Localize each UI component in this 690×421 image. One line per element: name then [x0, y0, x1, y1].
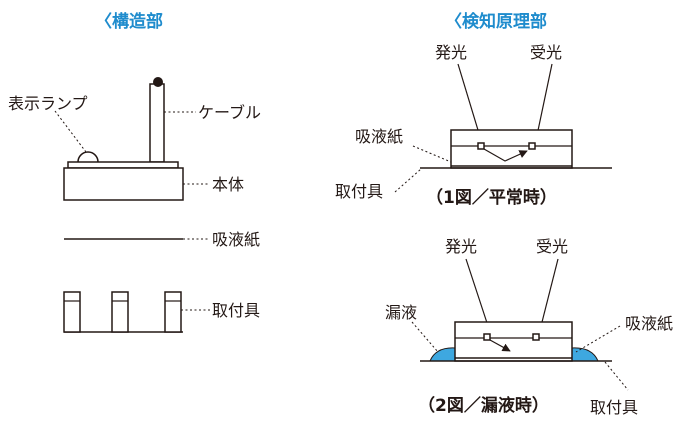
fig2-caption: （2図／漏液時） — [418, 395, 549, 416]
fig1-mount-leader — [394, 168, 422, 193]
fig2-emit-label: 発光 — [445, 237, 477, 256]
fig2-leak-right — [571, 347, 599, 362]
fig1-sensor — [450, 129, 573, 169]
mount-post-2 — [111, 291, 129, 333]
fig2-sensor — [454, 321, 573, 362]
fig1-emitter — [477, 142, 485, 150]
cable-label: ケーブル — [198, 103, 261, 122]
fig2-leak-left — [429, 347, 456, 362]
fig2-receive-label: 受光 — [536, 237, 568, 256]
fig2-mount-leader — [604, 361, 629, 391]
fig2-emit-pointer — [465, 258, 492, 333]
mount-label: 取付具 — [212, 301, 260, 320]
sensor-body — [63, 161, 184, 201]
fig1-emit-label: 発光 — [435, 43, 467, 62]
body-main — [63, 167, 184, 201]
fig1-emit-pointer — [457, 63, 483, 141]
lamp-leader — [54, 110, 87, 153]
fig2-paper-label: 吸液紙 — [625, 314, 673, 333]
cable-shaft — [149, 83, 165, 163]
fig1-caption: （1図／平常時） — [426, 187, 557, 208]
body-top-plate — [67, 161, 179, 169]
principle-heading: 〈検知原理部 — [445, 11, 547, 32]
paper-label: 吸液紙 — [212, 230, 260, 249]
fig1-paper-label: 吸液紙 — [355, 127, 403, 146]
figure-leak: 発光 受光 漏液 吸液紙 取付具 （2図／漏液時） — [385, 237, 673, 417]
fig2-leak-label: 漏液 — [385, 303, 417, 322]
fig2-leak-leader — [411, 321, 439, 353]
mount-post-1 — [63, 291, 81, 333]
cable — [149, 77, 165, 163]
lamp-label: 表示ランプ — [8, 94, 88, 113]
fig2-emitter — [483, 333, 491, 341]
fig1-receive-label: 受光 — [530, 43, 562, 62]
fig1-receiver — [528, 142, 536, 150]
cable-tip — [153, 77, 163, 87]
fig1-mount-label: 取付具 — [335, 182, 383, 201]
fig1-paper-leader — [412, 145, 452, 163]
indicator-lamp — [77, 151, 99, 163]
mount-bracket — [63, 291, 183, 333]
fig1-receive-pointer — [533, 63, 553, 141]
structure-section: 〈構造部 表示ランプ — [8, 11, 261, 333]
fig2-mount-label: 取付具 — [590, 398, 638, 417]
structure-heading: 〈構造部 — [95, 11, 163, 32]
mount-post-3 — [164, 291, 182, 333]
fig2-receive-pointer — [537, 258, 559, 331]
fig1-light-path — [483, 148, 528, 162]
principle-section: 〈検知原理部 発光 受光 吸液紙 取付具 （1図／平常時） — [335, 11, 673, 417]
fig2-receiver — [532, 333, 540, 341]
figure-normal: 発光 受光 吸液紙 取付具 （1図／平常時） — [335, 43, 612, 208]
fig2-paper-leader — [575, 325, 621, 353]
body-label: 本体 — [212, 175, 244, 194]
fig2-light-path — [489, 339, 511, 352]
